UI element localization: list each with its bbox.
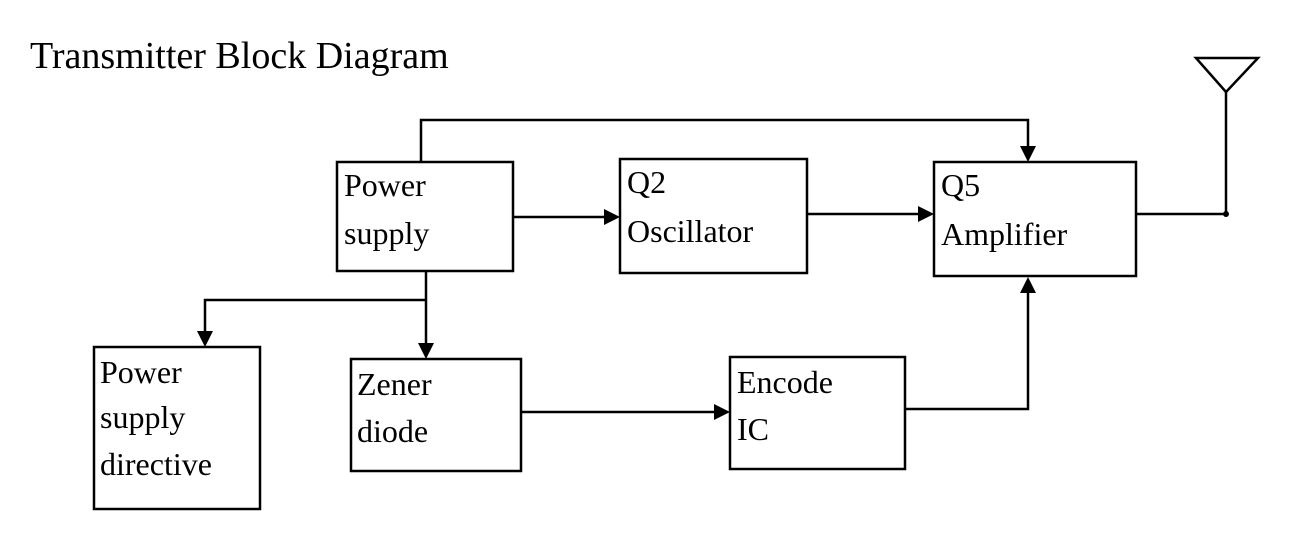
block-amplifier: Q5 Amplifier [932,160,1138,278]
block-power-supply: Power supply [335,160,515,273]
wire-power-to-directive [203,298,426,333]
wire-power-to-amplifier-top [419,118,1030,162]
zener-line2: diode [357,413,428,449]
amplifier-line1: Q5 [941,167,980,203]
block-oscillator: Q2 Oscillator [618,157,809,275]
block-power-supply-directive: Power supply directive [92,345,262,511]
diagram-title: Transmitter Block Diagram [30,35,449,77]
zener-line1: Zener [357,366,432,402]
arrow-into-oscillator [604,209,620,225]
connections [197,92,1229,420]
power-supply-line2: supply [344,215,429,251]
amplifier-line2: Amplifier [941,216,1068,252]
block-encode-ic: Encode IC [728,355,907,471]
wire-amplifier-to-antenna [1136,92,1228,216]
arrow-into-encode [714,404,730,420]
directive-line1: Power [100,354,182,390]
antenna-icon [1193,56,1261,94]
directive-line2: supply [100,399,185,435]
oscillator-line1: Q2 [627,164,666,200]
directive-line3: directive [100,446,212,482]
arrow-into-amplifier-bottom [1020,277,1036,293]
arrow-into-directive [197,331,213,347]
power-supply-line1: Power [344,167,426,203]
antenna-junction-dot [1223,211,1229,217]
encode-line1: Encode [737,364,833,400]
encode-line2: IC [737,411,769,447]
oscillator-line2: Oscillator [627,213,754,249]
arrow-into-amplifier-left [918,206,934,222]
arrow-into-amplifier-top [1020,146,1036,162]
arrow-into-zener [418,343,434,359]
wire-encode-to-amplifier [905,291,1030,411]
block-zener-diode: Zener diode [349,357,523,473]
